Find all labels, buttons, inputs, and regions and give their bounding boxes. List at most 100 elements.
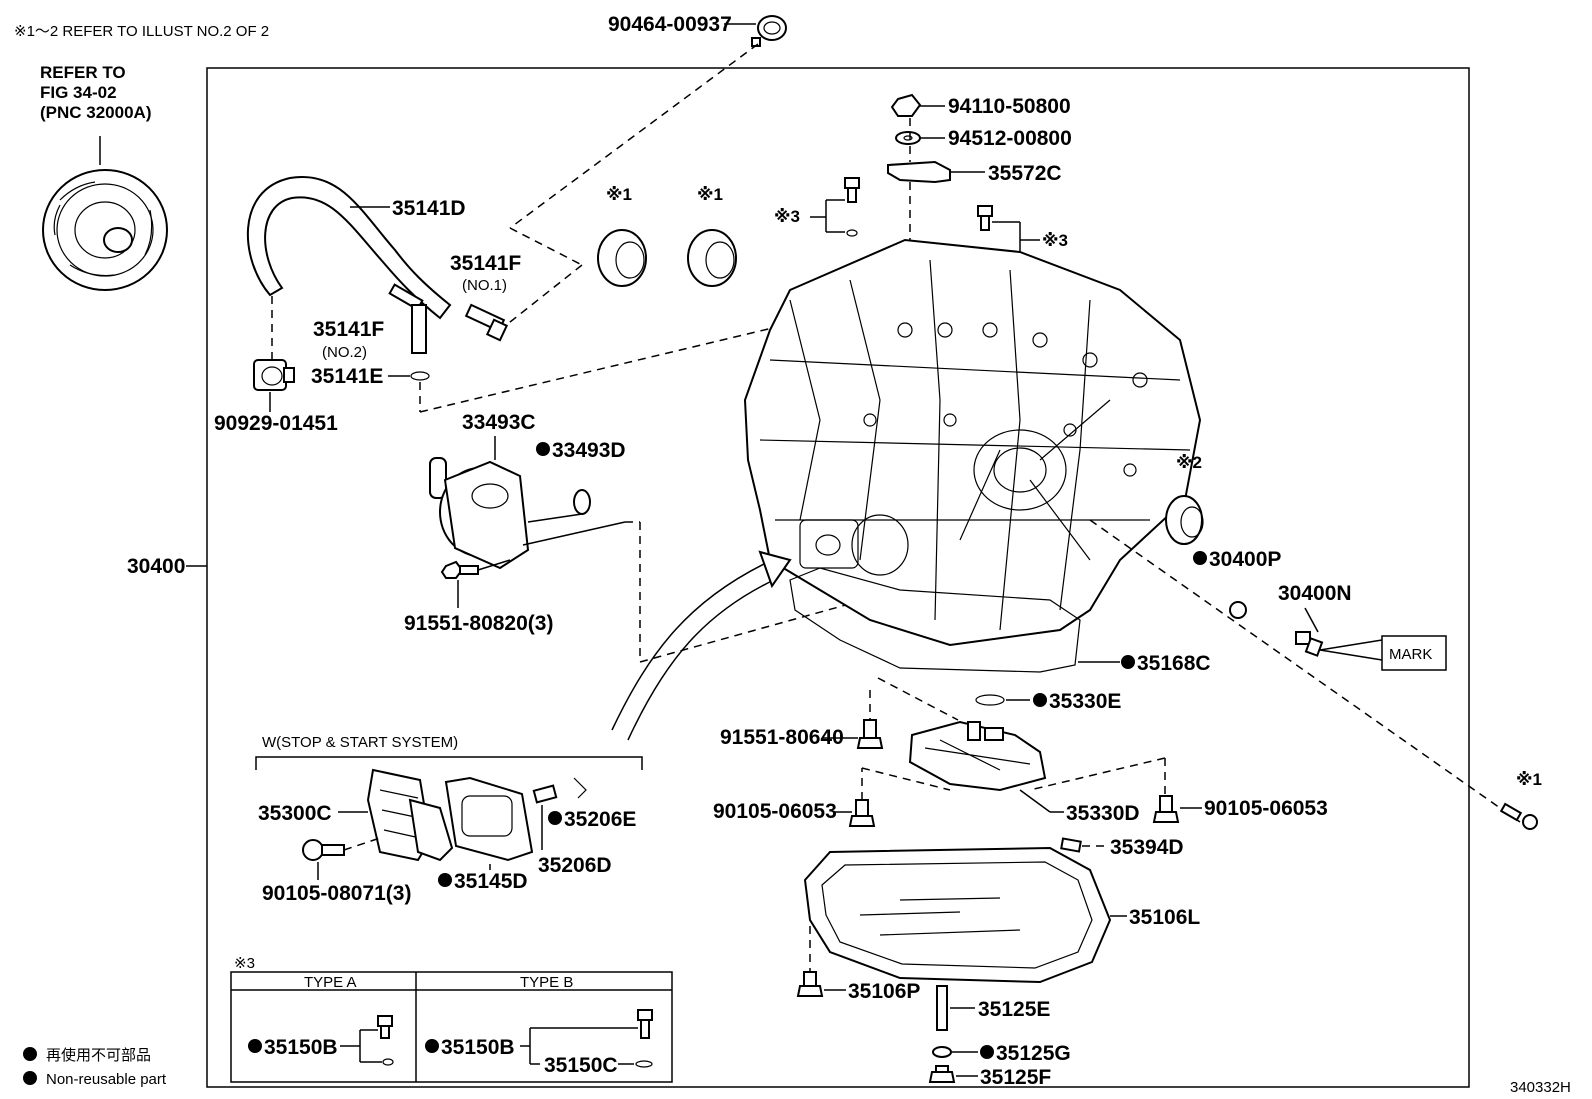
refer-line-2: FIG 34-02: [40, 83, 117, 102]
label-35125E: 35125E: [978, 998, 1050, 1021]
label-30400: 30400: [127, 555, 185, 578]
type-b-part-2: 35150C: [544, 1054, 618, 1077]
bolt-icon: [856, 719, 884, 749]
label-30400P: 30400P: [1209, 548, 1281, 571]
label-35141F-no2-sub: (NO.2): [322, 344, 367, 361]
label-35125F: 35125F: [980, 1066, 1051, 1089]
figure-id: 340332H: [1510, 1079, 1571, 1096]
diagram-frame: [206, 67, 1470, 1088]
label-90105-06053-left: 90105-06053: [713, 800, 837, 823]
label-90464-00937: 90464-00937: [608, 13, 732, 36]
label-35106L: 35106L: [1129, 906, 1200, 929]
label-35572C: 35572C: [988, 162, 1062, 185]
note-2: ※2: [1176, 453, 1202, 472]
label-35141F-no1: 35141F: [450, 252, 521, 275]
valve-body-icon: [366, 768, 454, 862]
magnet-icon: [1060, 837, 1082, 853]
o-ring-icon: [975, 694, 1005, 706]
label-90929-01451: 90929-01451: [214, 412, 338, 435]
bolt-icon: [1499, 802, 1538, 830]
type-table: [230, 971, 673, 1083]
plug-bolt-icon: [1295, 631, 1324, 657]
label-90105-06053-right: 90105-06053: [1204, 797, 1328, 820]
refer-line-1: REFER TO: [40, 63, 126, 82]
washer-icon: [1229, 601, 1247, 619]
pan-gasket-icon: [789, 567, 1081, 673]
type-table-marker: ※3: [234, 955, 255, 972]
note-1-a: ※1: [606, 185, 632, 204]
header-note: ※1～2 REFER TO ILLUST NO.2 OF 2: [14, 23, 269, 40]
label-35141E: 35141E: [311, 365, 383, 388]
label-35141F-no2: 35141F: [313, 318, 384, 341]
type-a-header: TYPE A: [304, 974, 357, 991]
oil-strainer-icon: [908, 720, 1047, 792]
legend-jp: 再使用不可部品: [46, 1047, 151, 1064]
label-35300C: 35300C: [258, 802, 332, 825]
label-35206D: 35206D: [538, 854, 612, 877]
type-b-header: TYPE B: [520, 974, 573, 991]
note-1-b: ※1: [697, 185, 723, 204]
type-b-part-1: 35150B: [441, 1036, 515, 1059]
oil-pan-icon: [803, 846, 1112, 984]
nut-icon: [890, 93, 922, 117]
stop-start-title: W(STOP & START SYSTEM): [262, 734, 458, 751]
label-35330D: 35330D: [1066, 802, 1140, 825]
accumulator-cover-icon: [444, 776, 534, 862]
bolt-icon: [848, 799, 876, 827]
label-35206E: 35206E: [564, 808, 636, 831]
transaxle-assembly-icon: [743, 238, 1202, 647]
note-3-a: ※3: [774, 207, 800, 226]
label-94512-00800: 94512-00800: [948, 127, 1072, 150]
note-3-b: ※3: [1042, 231, 1068, 250]
plug-icon: [637, 1009, 653, 1039]
label-33493D: 33493D: [552, 439, 626, 462]
hose-clamp-icon: [253, 359, 295, 391]
drain-pipe-icon: [936, 985, 948, 1031]
label-94110-50800: 94110-50800: [948, 95, 1071, 118]
type-a-part: 35150B: [264, 1036, 338, 1059]
oil-hose-icon: [246, 175, 452, 320]
label-35168C: 35168C: [1137, 652, 1211, 675]
label-91551-80640: 91551-80640: [720, 726, 844, 749]
bolt-icon: [796, 971, 824, 997]
gasket-icon: [932, 1046, 952, 1058]
mark-box: [1381, 635, 1447, 671]
oil-seal-icon: [1165, 495, 1204, 545]
label-91551-80820: 91551-80820(3): [404, 612, 553, 635]
label-90105-08071: 90105-08071(3): [262, 882, 411, 905]
bolt-icon: [302, 839, 345, 861]
label-35106P: 35106P: [848, 980, 920, 1003]
solenoid-spring-icon: [532, 777, 587, 804]
oil-seal-icon: [687, 229, 737, 287]
plug-icon: [377, 1015, 394, 1066]
o-ring-icon: [635, 1060, 653, 1068]
torque-converter-icon: [42, 169, 168, 291]
bolt-icon: [440, 560, 479, 579]
clamp-icon: [751, 15, 787, 47]
drain-plug-icon: [928, 1065, 956, 1083]
o-ring-icon: [410, 371, 430, 381]
oil-seal-icon: [597, 229, 647, 287]
washer-icon: [895, 131, 921, 145]
label-35145D: 35145D: [454, 870, 528, 893]
plug-icon: [844, 177, 860, 237]
direction-arrow-icon: [611, 550, 792, 741]
label-30400N: 30400N: [1278, 582, 1352, 605]
label-35141F-no1-sub: (NO.1): [462, 277, 507, 294]
oil-cooler-icon: [429, 457, 530, 570]
union-fitting-icon: [464, 303, 509, 342]
label-35141D: 35141D: [392, 197, 466, 220]
gasket-icon: [573, 489, 591, 515]
label-35125G: 35125G: [996, 1042, 1071, 1065]
label-mark: MARK: [1389, 646, 1432, 663]
elbow-fitting-icon: [388, 283, 427, 354]
label-35330E: 35330E: [1049, 690, 1121, 713]
label-35394D: 35394D: [1110, 836, 1184, 859]
note-1-c: ※1: [1516, 770, 1542, 789]
label-33493C: 33493C: [462, 411, 536, 434]
bolt-icon: [1152, 795, 1180, 823]
legend-en: Non-reusable part: [46, 1071, 167, 1088]
bracket-icon: [887, 160, 951, 184]
refer-line-3: (PNC 32000A): [40, 103, 152, 122]
